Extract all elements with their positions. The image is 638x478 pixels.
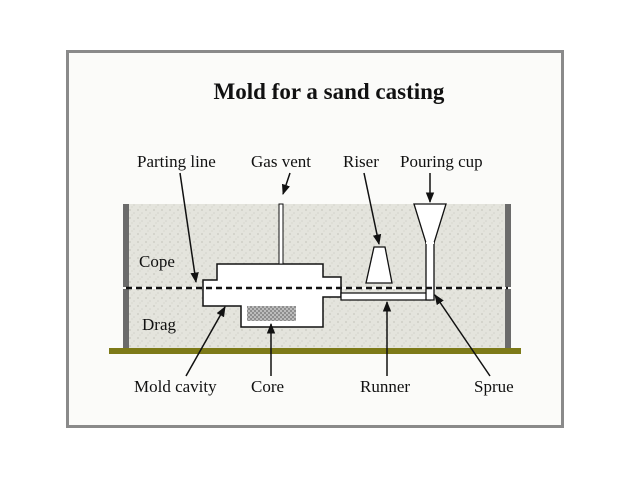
- sprue: [425, 242, 435, 301]
- label-drag: Drag: [142, 315, 176, 334]
- cope-right-wall: [505, 204, 511, 287]
- label-riser: Riser: [343, 152, 379, 171]
- arrow-mold-cavity: [185, 306, 226, 377]
- arrow-sprue: [434, 294, 491, 377]
- label-parting-line: Parting line: [137, 152, 216, 171]
- label-pouring-cup: Pouring cup: [400, 152, 483, 171]
- label-core: Core: [251, 377, 284, 396]
- cope-left-wall: [123, 204, 129, 287]
- runner: [340, 292, 431, 301]
- label-runner: Runner: [360, 377, 410, 396]
- drag-right-wall: [505, 289, 511, 349]
- gas-vent: [278, 203, 284, 265]
- label-mold-cavity: Mold cavity: [134, 377, 217, 396]
- arrow-parting-line: [179, 172, 199, 284]
- core: [247, 306, 296, 321]
- drag-left-wall: [123, 289, 129, 349]
- label-cope: Cope: [139, 252, 175, 271]
- arrow-riser: [363, 172, 382, 246]
- label-gas-vent: Gas vent: [251, 152, 311, 171]
- base-plate: [109, 348, 521, 354]
- diagram-title: Mold for a sand casting: [214, 79, 445, 104]
- arrow-gas-vent: [282, 172, 291, 195]
- riser: [365, 246, 393, 284]
- label-sprue: Sprue: [474, 377, 514, 396]
